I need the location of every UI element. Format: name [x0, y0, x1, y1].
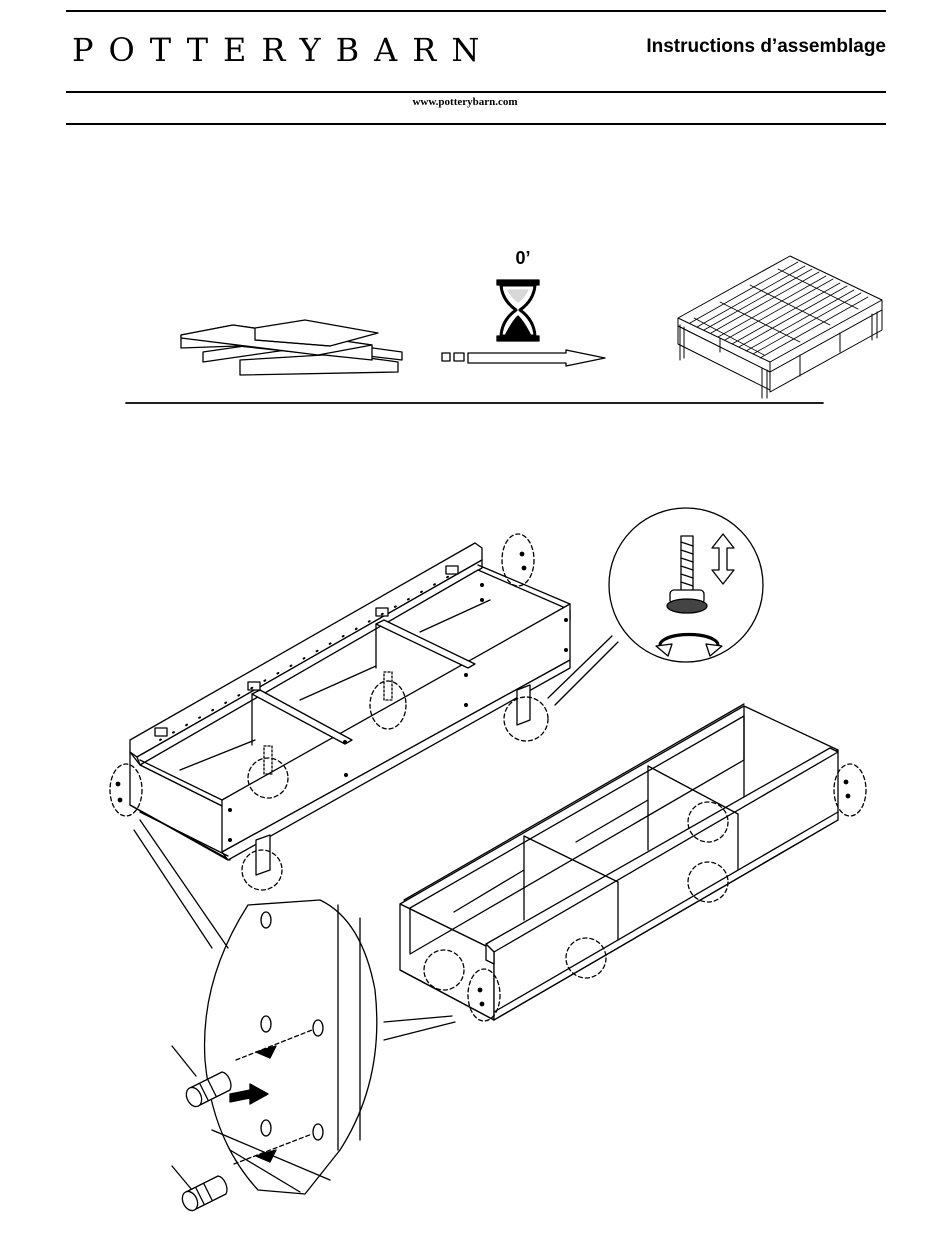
right-cabinet — [400, 704, 838, 1020]
bed-frame-icon — [678, 256, 882, 398]
leveler-foot-zoom — [548, 508, 763, 705]
hourglass-icon — [497, 280, 539, 341]
arrow-right-icon — [442, 350, 605, 366]
dowel-zoom — [134, 820, 455, 1194]
dowel-icon — [179, 1072, 230, 1213]
left-cabinet — [130, 543, 570, 860]
planks-icon — [181, 320, 402, 375]
